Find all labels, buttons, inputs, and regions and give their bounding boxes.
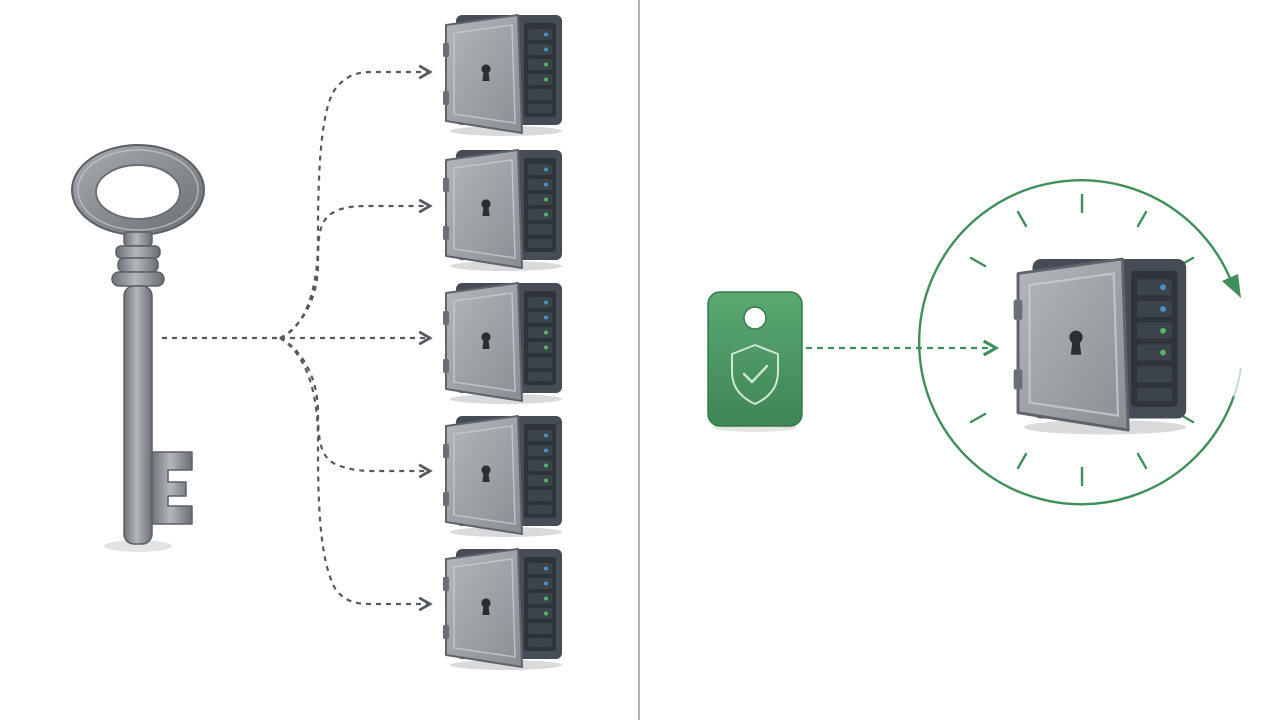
connector-arrow [279,198,433,339]
server-vault-icon [442,548,563,671]
left-panel [71,14,563,671]
server-vault-icon [442,415,563,538]
key-to-vault-connectors [162,64,433,612]
connector-arrow [279,337,433,479]
server-vault-icon [442,282,563,405]
server-vault-icon [1012,257,1188,436]
server-vault-icon [442,149,563,272]
clockwise-rotation-cycle-icon [917,179,1242,506]
connector-arrow [279,337,433,612]
right-panel [707,179,1242,506]
connector-arrow [279,64,433,340]
skeleton-key-icon [71,144,205,552]
server-vault-icon [442,14,563,137]
shield-check-tag-icon [707,291,803,432]
